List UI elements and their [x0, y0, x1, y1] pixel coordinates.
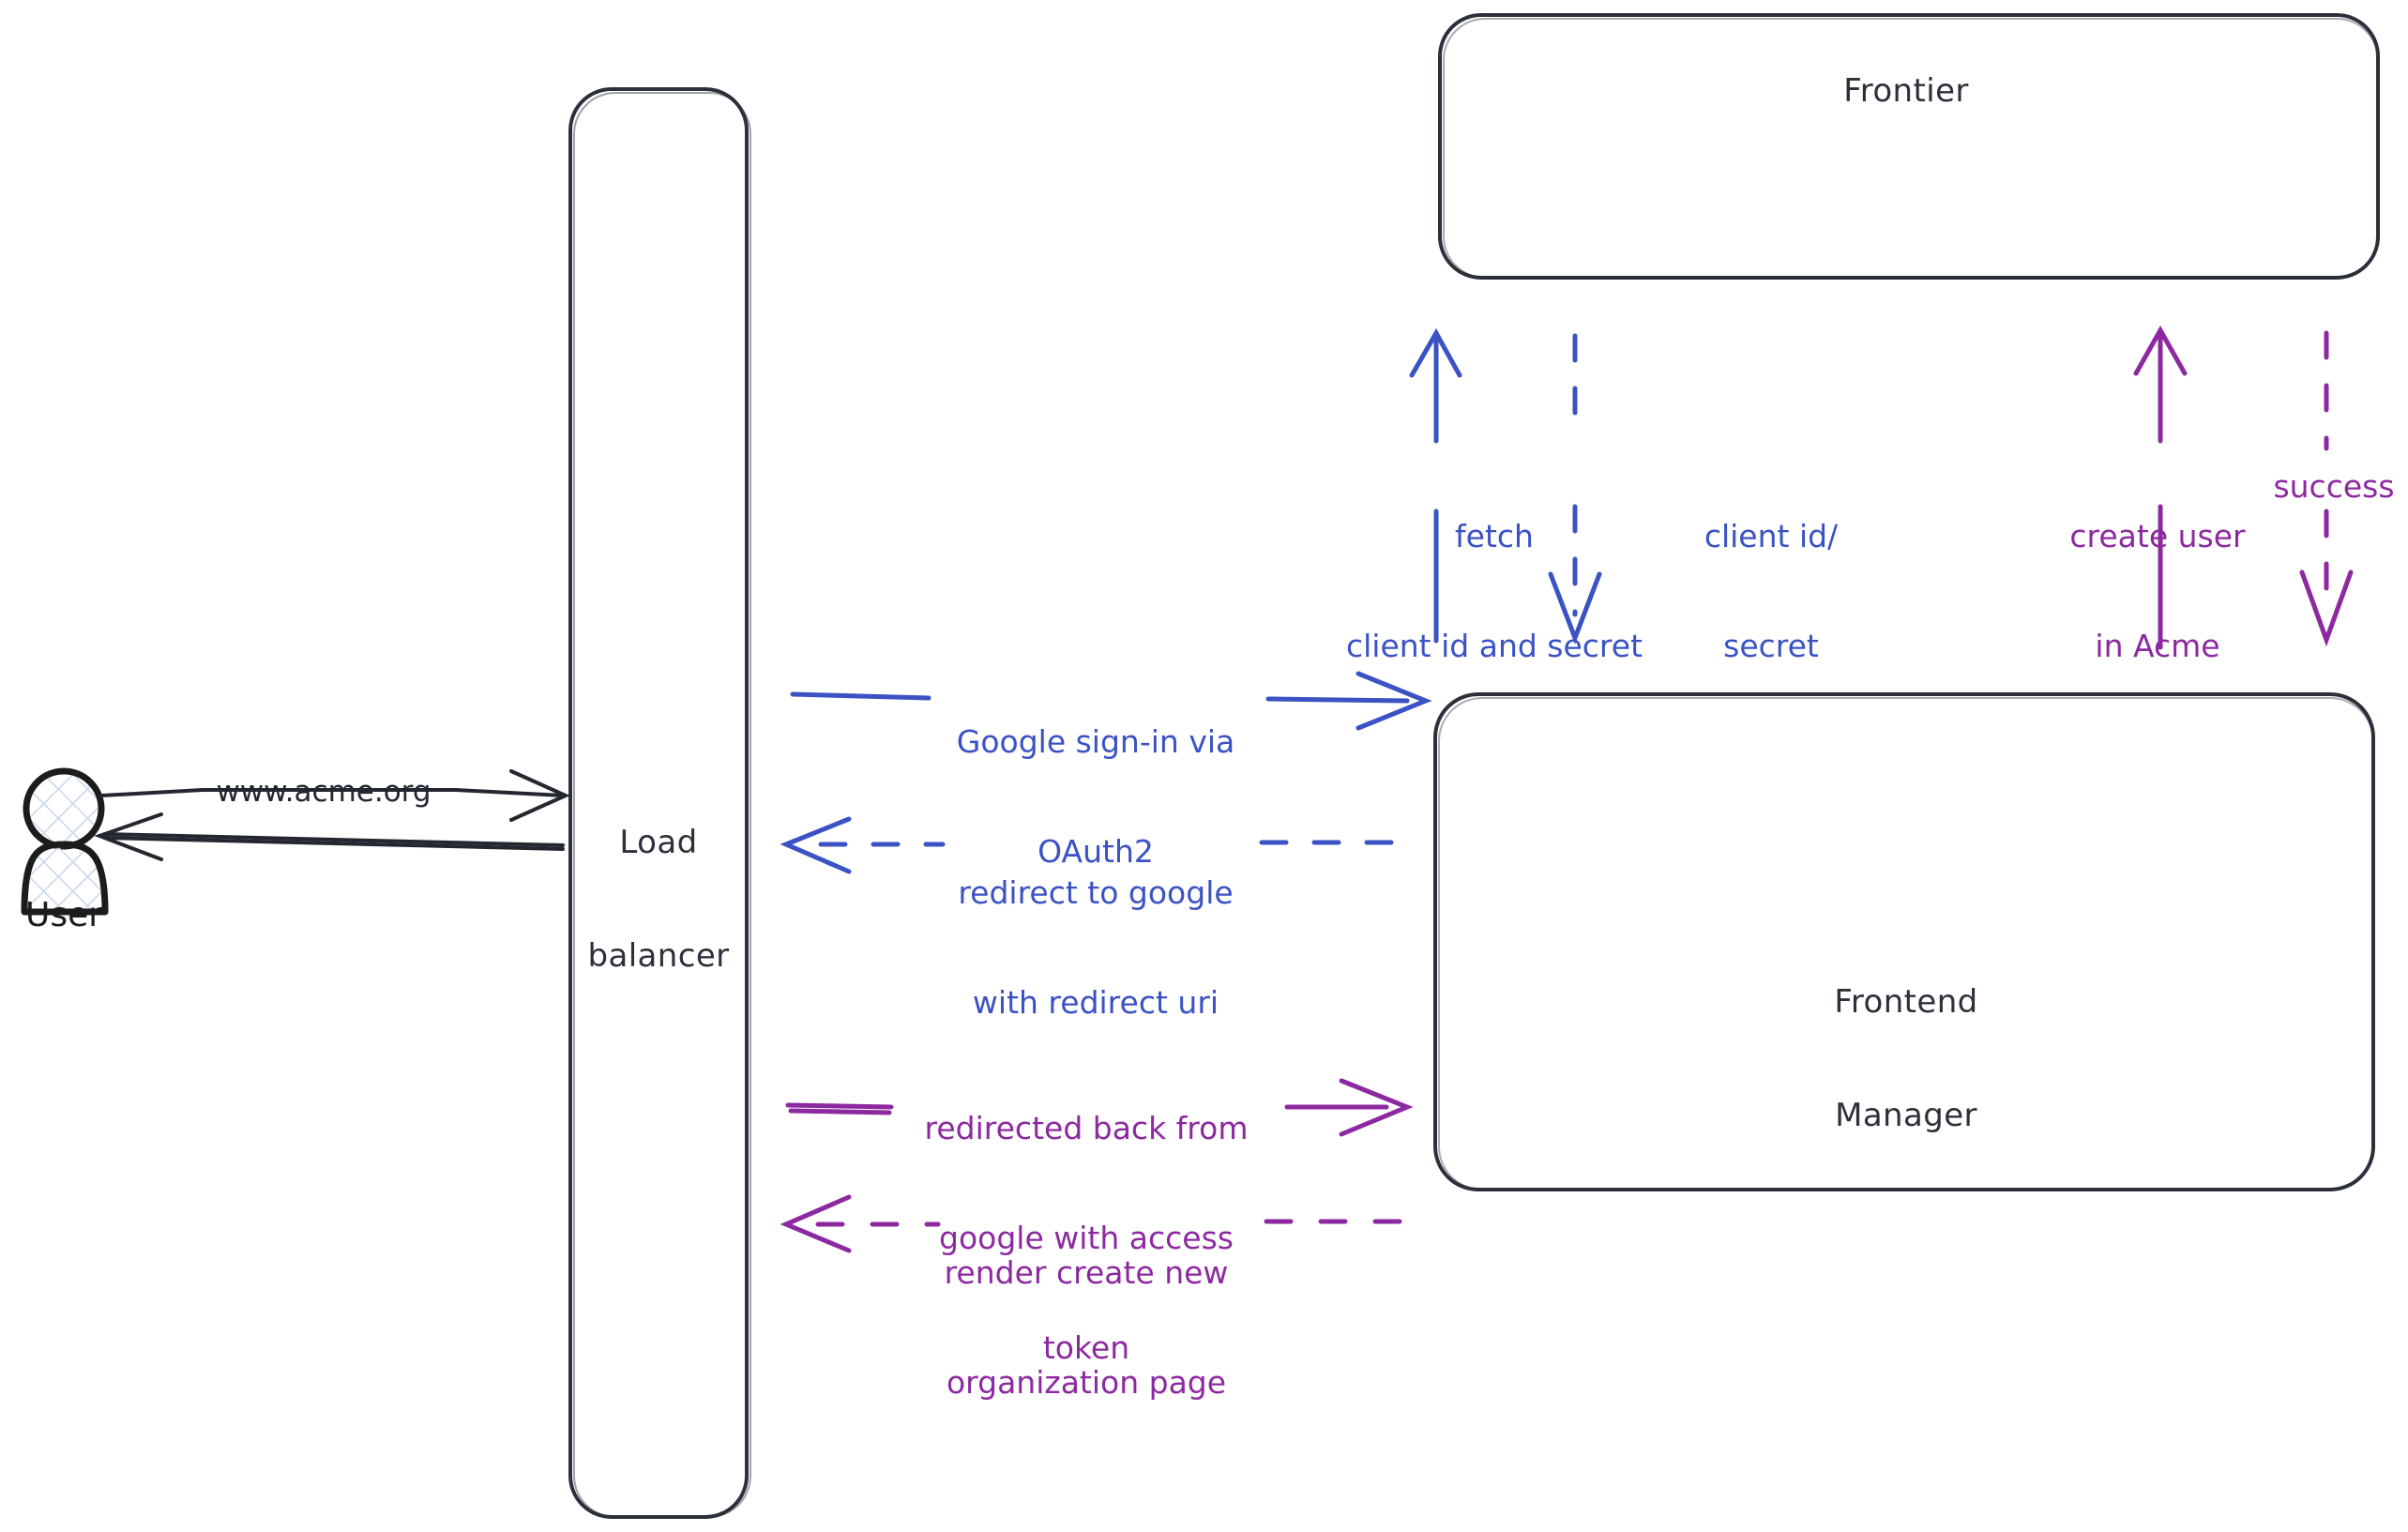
edge-fm-to-lb-redirect — [780, 816, 1410, 874]
edge-fm-to-lb-render — [780, 1194, 1410, 1253]
edge-frontier-to-fm-success — [2299, 330, 2354, 647]
edge-lb-to-user — [94, 812, 565, 861]
edge-fm-to-frontier-fetch — [1409, 327, 1462, 644]
edge-frontier-to-fm-creds — [1548, 333, 1602, 645]
edge-user-to-lb — [99, 769, 570, 822]
edge-lb-to-fm-token — [785, 1078, 1414, 1137]
user-actor-icon — [21, 767, 109, 916]
edge-fm-to-frontier-createuser — [2133, 325, 2188, 650]
edge-lb-to-fm-signin — [790, 671, 1432, 731]
node-frontend-manager-shape[interactable] — [1433, 692, 2375, 1191]
node-frontier-shape[interactable] — [1438, 13, 2380, 280]
node-load-balancer-shape[interactable] — [568, 87, 751, 1519]
